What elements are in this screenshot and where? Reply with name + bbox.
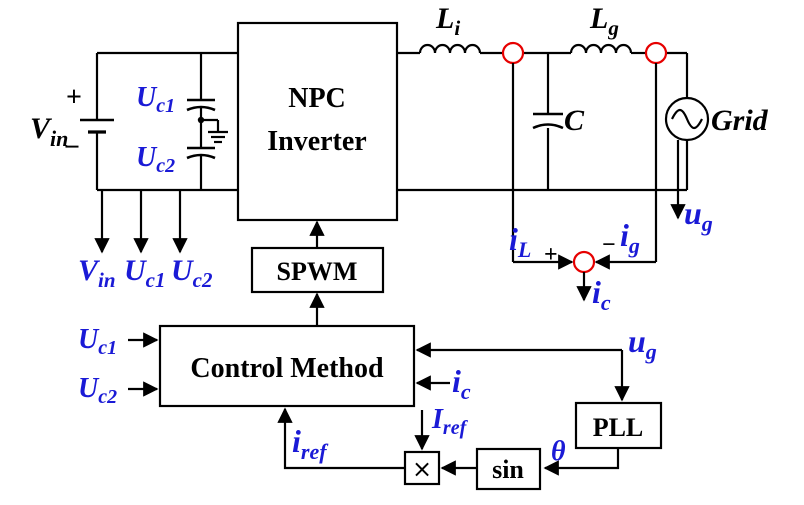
ug-control-label: ug [628, 323, 657, 364]
ground-icon [208, 130, 228, 144]
iref-multiplier-label: Iref [431, 404, 469, 439]
ig-measure-point-icon [644, 41, 668, 65]
npc-label-line1: NPC [288, 83, 346, 114]
dc-measure-arrows [94, 190, 188, 254]
dc-capacitor-lower-icon [186, 146, 216, 160]
uc2-measure-label: Uc2 [171, 254, 213, 292]
source-minus-sign: − [64, 132, 80, 163]
dc-capacitor-upper-icon [186, 98, 216, 112]
minus-sign: − [602, 232, 616, 258]
current-feedback-wires [511, 63, 686, 302]
uc2-control-label: Uc2 [78, 373, 117, 408]
pll-block [574, 401, 663, 450]
theta-label: θ [551, 436, 566, 467]
control-method-label: Control Method [190, 353, 384, 384]
inductor-lg-icon [569, 43, 633, 54]
sin-block [475, 447, 542, 491]
grid-source-icon [664, 96, 710, 142]
uc2-capacitor-label: Uc2 [136, 142, 175, 177]
ac-wiring [397, 51, 689, 192]
filter-capacitor-icon [532, 112, 564, 130]
dc-bus-wiring [95, 51, 238, 192]
midpoint-node-icon [197, 116, 205, 124]
ig-label: ig [620, 217, 640, 258]
spwm-block [250, 246, 385, 294]
grid-label: Grid [711, 104, 769, 137]
ic-control-label: ic [452, 363, 471, 404]
capacitor-label: C [564, 104, 585, 137]
source-plus-sign: + [66, 82, 82, 113]
ug-grid-label: ug [684, 195, 713, 236]
il-label: iL [509, 221, 531, 262]
sin-label: sin [492, 455, 524, 484]
pll-label: PLL [593, 413, 644, 442]
li-label: Li [435, 2, 460, 40]
multiplier-label: × [412, 455, 432, 483]
iref-control-label: iref [292, 423, 329, 464]
il-measure-point-icon [501, 41, 525, 65]
npc-label-line2: Inverter [267, 126, 367, 157]
control-method-block [158, 324, 416, 408]
summing-junction-icon [572, 250, 596, 274]
spwm-label: SPWM [277, 257, 358, 286]
uc1-control-label: Uc1 [78, 324, 117, 359]
inductor-li-icon [418, 43, 482, 54]
vin-measure-label: Vin [78, 254, 116, 292]
uc1-measure-label: Uc1 [124, 254, 166, 292]
plus-sign: + [544, 242, 558, 268]
uc1-capacitor-label: Uc1 [136, 82, 175, 117]
lg-label: Lg [589, 2, 619, 40]
npc-inverter-block [236, 21, 399, 222]
vin-source-label: Vin [30, 112, 68, 151]
dc-source-battery-icon [80, 118, 114, 134]
ic-sum-label: ic [592, 274, 611, 315]
